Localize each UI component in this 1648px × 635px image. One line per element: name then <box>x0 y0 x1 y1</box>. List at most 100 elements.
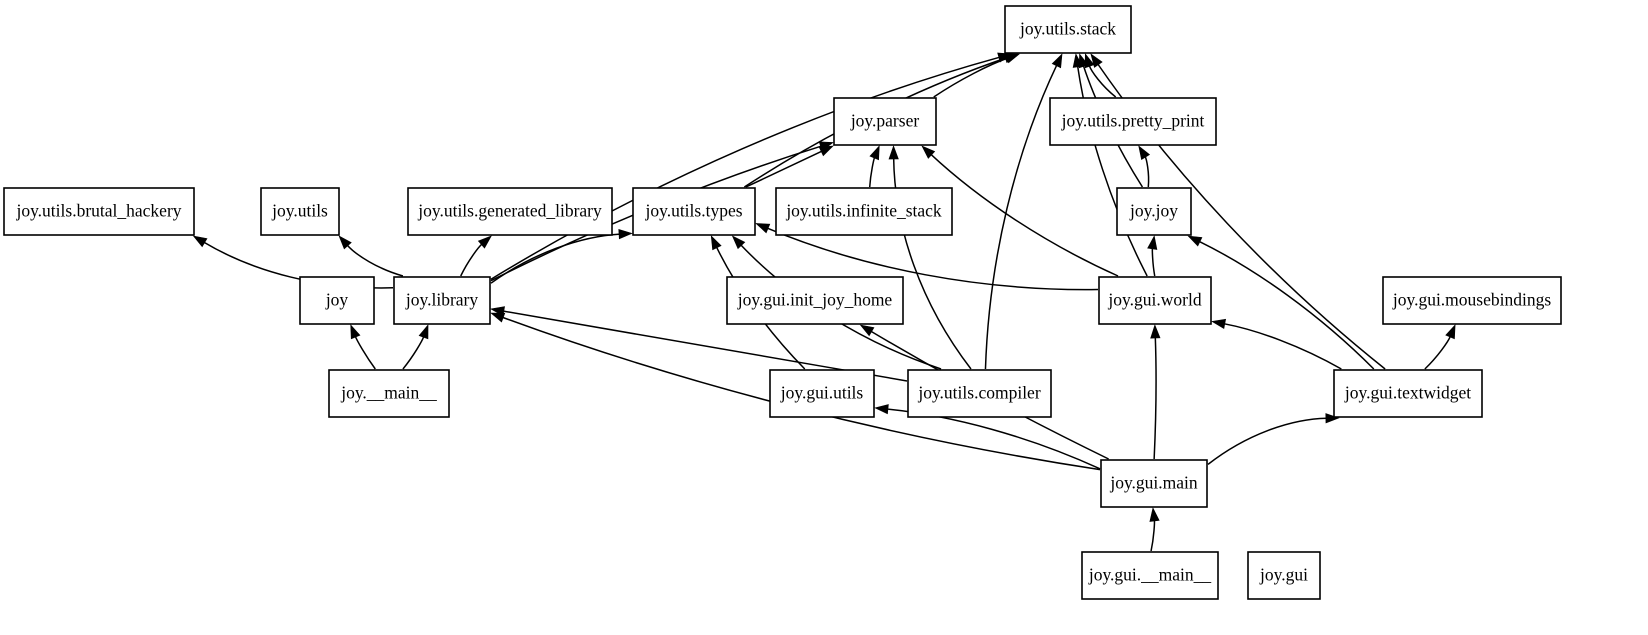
graph-node-joy-gui-textwidget[interactable]: joy.gui.textwidget <box>1333 369 1483 418</box>
graph-node-joy-utils-pretty-print[interactable]: joy.utils.pretty_print <box>1049 97 1217 146</box>
node-box[interactable] <box>1116 187 1192 236</box>
node-label: joy.gui.main <box>1109 473 1198 493</box>
node-box[interactable] <box>393 276 491 325</box>
node-box[interactable] <box>907 369 1052 418</box>
graph-node-joy-library[interactable]: joy.library <box>393 276 491 325</box>
edge-arrowhead <box>874 404 889 415</box>
graph-node-joy-gui-world[interactable]: joy.gui.world <box>1098 276 1212 325</box>
graph-edge <box>1223 322 1342 370</box>
node-box[interactable] <box>1247 551 1321 600</box>
graph-node-joy-gui-utils[interactable]: joy.gui.utils <box>769 369 875 418</box>
node-box[interactable] <box>632 187 756 236</box>
node-box[interactable] <box>1333 369 1483 418</box>
node-box[interactable] <box>775 187 953 236</box>
edge-arrowhead <box>418 324 429 340</box>
edge-arrowhead <box>1003 53 1019 64</box>
graph-node-joy-gui[interactable]: joy.gui <box>1247 551 1321 600</box>
node-label: joy.gui.utils <box>780 383 864 403</box>
graph-node-joy-gui-main-[interactable]: joy.gui.__main__ <box>1081 551 1219 600</box>
graph-edge <box>460 243 483 277</box>
node-label: joy.gui.mousebindings <box>1392 290 1552 310</box>
graph-node-joy-joy[interactable]: joy.joy <box>1116 187 1192 236</box>
edge-arrowhead <box>869 145 880 161</box>
graph-edge <box>766 227 1099 291</box>
graph-node-joy-utils-compiler[interactable]: joy.utils.compiler <box>907 369 1052 418</box>
node-box[interactable] <box>299 276 375 325</box>
node-box[interactable] <box>1004 5 1132 54</box>
edge-arrowhead <box>731 235 746 250</box>
graph-node-joy[interactable]: joy <box>299 276 375 325</box>
graph-node-joy-gui-mousebindings[interactable]: joy.gui.mousebindings <box>1382 276 1562 325</box>
node-label: joy.parser <box>850 111 920 131</box>
edge-arrowhead <box>490 312 506 323</box>
edge-arrowhead <box>755 223 771 234</box>
graph-edge <box>354 335 376 370</box>
edge-arrowhead <box>350 324 361 340</box>
node-label: joy.utils.types <box>644 201 742 221</box>
edge-arrowhead <box>1090 53 1103 68</box>
node-label: joy.utils <box>271 201 328 221</box>
graph-node-joy-utils-brutal-hackery[interactable]: joy.utils.brutal_hackery <box>3 187 195 236</box>
node-label: joy.gui.textwidget <box>1344 383 1471 403</box>
graph-edge <box>1076 65 1148 277</box>
node-box[interactable] <box>1049 97 1217 146</box>
edge-arrowhead <box>338 235 352 250</box>
edge-arrowhead <box>1051 53 1063 69</box>
edge-arrowhead <box>710 235 722 251</box>
edge-arrowhead <box>859 324 875 337</box>
node-box[interactable] <box>1100 459 1208 508</box>
graph-edge <box>1151 247 1156 277</box>
graph-node-joy-gui-init-joy-home[interactable]: joy.gui.init_joy_home <box>726 276 904 325</box>
node-label: joy.utils.infinite_stack <box>785 201 942 221</box>
node-label: joy.joy <box>1129 201 1178 221</box>
node-label: joy.utils.generated_library <box>417 201 602 221</box>
node-box[interactable] <box>726 276 904 325</box>
edge-arrowhead <box>618 229 633 240</box>
node-box[interactable] <box>769 369 875 418</box>
edge-arrowhead <box>1072 53 1083 68</box>
graph-edge <box>1153 336 1157 460</box>
graph-node-joy-utils-generated-library[interactable]: joy.utils.generated_library <box>407 187 613 236</box>
edge-arrowhead <box>1211 318 1227 329</box>
graph-edge <box>1088 65 1117 98</box>
edge-arrowhead <box>1138 145 1151 161</box>
node-label: joy <box>325 290 349 310</box>
node-box[interactable] <box>407 187 613 236</box>
node-box[interactable] <box>260 187 340 236</box>
edge-arrowhead <box>921 145 936 159</box>
node-box[interactable] <box>328 369 450 418</box>
graph-node-joy-utils[interactable]: joy.utils <box>260 187 340 236</box>
graph-edge <box>1207 417 1327 465</box>
node-box[interactable] <box>1382 276 1562 325</box>
edge-arrowhead <box>1147 235 1158 250</box>
graph-edge <box>1150 519 1156 552</box>
graph-edge <box>868 156 876 188</box>
graph-node-joy-utils-stack[interactable]: joy.utils.stack <box>1004 5 1132 54</box>
graph-node-joy-utils-infinite-stack[interactable]: joy.utils.infinite_stack <box>775 187 953 236</box>
edge-arrowhead <box>1187 235 1203 247</box>
node-box[interactable] <box>1081 551 1219 600</box>
edge-arrowhead <box>1445 324 1456 340</box>
graph-node-joy-main-[interactable]: joy.__main__ <box>328 369 450 418</box>
node-label: joy.utils.stack <box>1019 19 1116 39</box>
node-box[interactable] <box>1098 276 1212 325</box>
node-label: joy.utils.compiler <box>917 383 1040 403</box>
graph-edge <box>1144 155 1150 188</box>
node-box[interactable] <box>3 187 195 236</box>
graph-node-joy-gui-main[interactable]: joy.gui.main <box>1100 459 1208 508</box>
node-label: joy.library <box>405 290 478 310</box>
graph-node-joy-parser[interactable]: joy.parser <box>833 97 937 146</box>
graph-edge <box>346 244 404 277</box>
node-label: joy.gui.init_joy_home <box>737 290 893 310</box>
node-box[interactable] <box>833 97 937 146</box>
graph-edge <box>745 150 823 188</box>
edge-arrowhead <box>1150 324 1161 339</box>
graph-node-joy-utils-types[interactable]: joy.utils.types <box>632 187 756 236</box>
node-label: joy.gui.world <box>1107 290 1201 310</box>
graph-edge <box>1198 240 1375 370</box>
graph-edge <box>402 335 425 370</box>
graph-edge <box>933 57 1009 98</box>
graph-edge <box>930 153 1119 277</box>
